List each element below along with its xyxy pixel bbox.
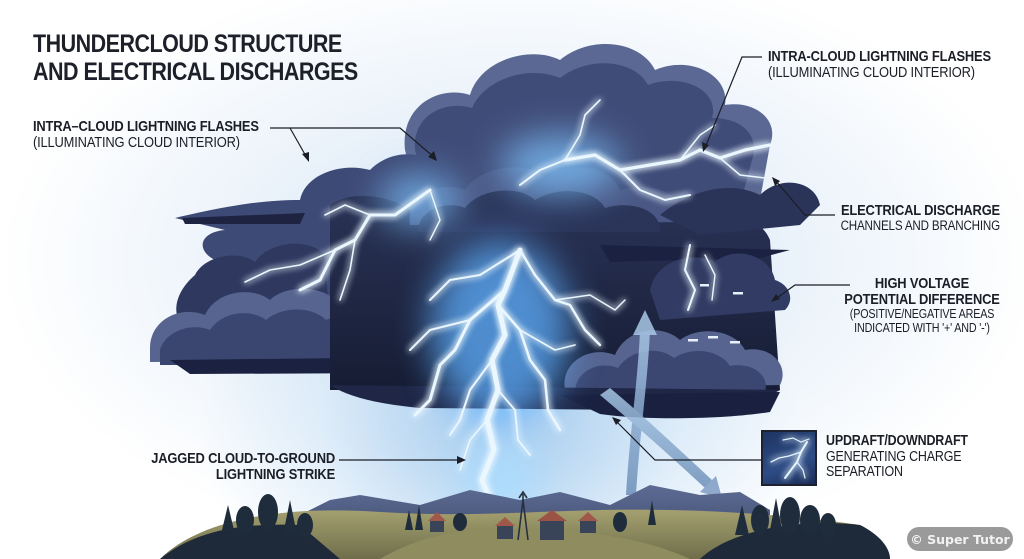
label-heading: ELECTRICAL DISCHARGE — [840, 202, 1000, 219]
landscape — [160, 485, 890, 559]
watermark-badge: © Super Tutor — [907, 527, 1013, 551]
negative-charge-marker — [730, 341, 740, 344]
label-heading-line-2: POTENTIAL DIFFERENCE — [844, 291, 1000, 309]
label-subtext-line-1: GENERATING CHARGE — [826, 448, 962, 465]
downdraft-arrowhead-icon — [700, 476, 722, 498]
negative-charge-marker — [700, 284, 709, 287]
label-high-voltage: HIGH VOLTAGE POTENTIAL DIFFERENCE (POSIT… — [817, 275, 1024, 335]
lightning-bolts — [244, 99, 772, 503]
title-line-2: AND ELECTRICAL DISCHARGES — [33, 58, 358, 86]
cloud-mass — [150, 43, 820, 419]
label-intra-cloud-right: INTRA-CLOUD LIGHTNING FLASHES (ILLUMINAT… — [768, 48, 1024, 82]
label-subtext: CHANNELS AND BRANCHING — [840, 218, 1001, 234]
title-line-1: THUNDERCLOUD STRUCTURE — [33, 30, 342, 58]
lightning-thumbnail-icon — [761, 430, 817, 486]
label-electrical-discharge: ELECTRICAL DISCHARGE CHANNELS AND BRANCH… — [776, 202, 1001, 234]
label-heading: INTRA–CLOUD LIGHTNING FLASHES — [33, 118, 259, 135]
label-heading: INTRA-CLOUD LIGHTNING FLASHES — [768, 48, 991, 65]
negative-charge-marker — [708, 336, 718, 339]
leader-intra-cloud-right — [704, 56, 762, 149]
leader-electrical-discharge — [774, 179, 835, 216]
houses — [428, 510, 598, 540]
lightning-glow — [380, 135, 620, 520]
label-heading-line-1: HIGH VOLTAGE — [874, 275, 970, 292]
leader-arrowheads — [302, 142, 780, 464]
leader-intra-cloud-left — [270, 127, 436, 159]
label-intra-cloud-left: INTRA–CLOUD LIGHTNING FLASHES (ILLUMINAT… — [33, 118, 308, 152]
label-line-2: LIGHTNING STRIKE — [215, 466, 335, 484]
label-subtext-line-2: SEPARATION — [826, 464, 903, 481]
leader-high-voltage — [773, 284, 850, 301]
leader-intra-cloud-left-2 — [289, 127, 308, 159]
leader-updraft — [614, 419, 761, 461]
label-subtext-line-2: INDICATED WITH '+' AND '-') — [854, 320, 990, 335]
negative-charge-marker — [733, 292, 743, 295]
lightning-rod-tower — [517, 490, 529, 541]
label-subtext-line-1: (POSITIVE/NEGATIVE AREAS — [849, 307, 995, 322]
charge-markers — [688, 284, 743, 344]
label-subtext: (ILLUMINATING CLOUD INTERIOR) — [768, 64, 975, 82]
label-cloud-to-ground: JAGGED CLOUD-TO-GROUND LIGHTNING STRIKE — [116, 450, 335, 484]
trees — [222, 494, 836, 537]
updraft-arrowhead-icon — [633, 310, 657, 335]
label-line-1: JAGGED CLOUD-TO-GROUND — [151, 450, 335, 467]
downdraft-arrow-shaft — [600, 388, 712, 488]
diagram-title: THUNDERCLOUD STRUCTURE AND ELECTRICAL DI… — [33, 30, 358, 86]
label-heading: UPDRAFT/DOWNDRAFT — [826, 433, 968, 449]
label-subtext: (ILLUMINATING CLOUD INTERIOR) — [33, 134, 240, 152]
leader-lines — [270, 56, 850, 461]
draft-arrows — [600, 310, 722, 498]
negative-charge-marker — [688, 339, 698, 342]
label-updraft-downdraft: UPDRAFT/DOWNDRAFT GENERATING CHARGE SEPA… — [826, 433, 1015, 481]
